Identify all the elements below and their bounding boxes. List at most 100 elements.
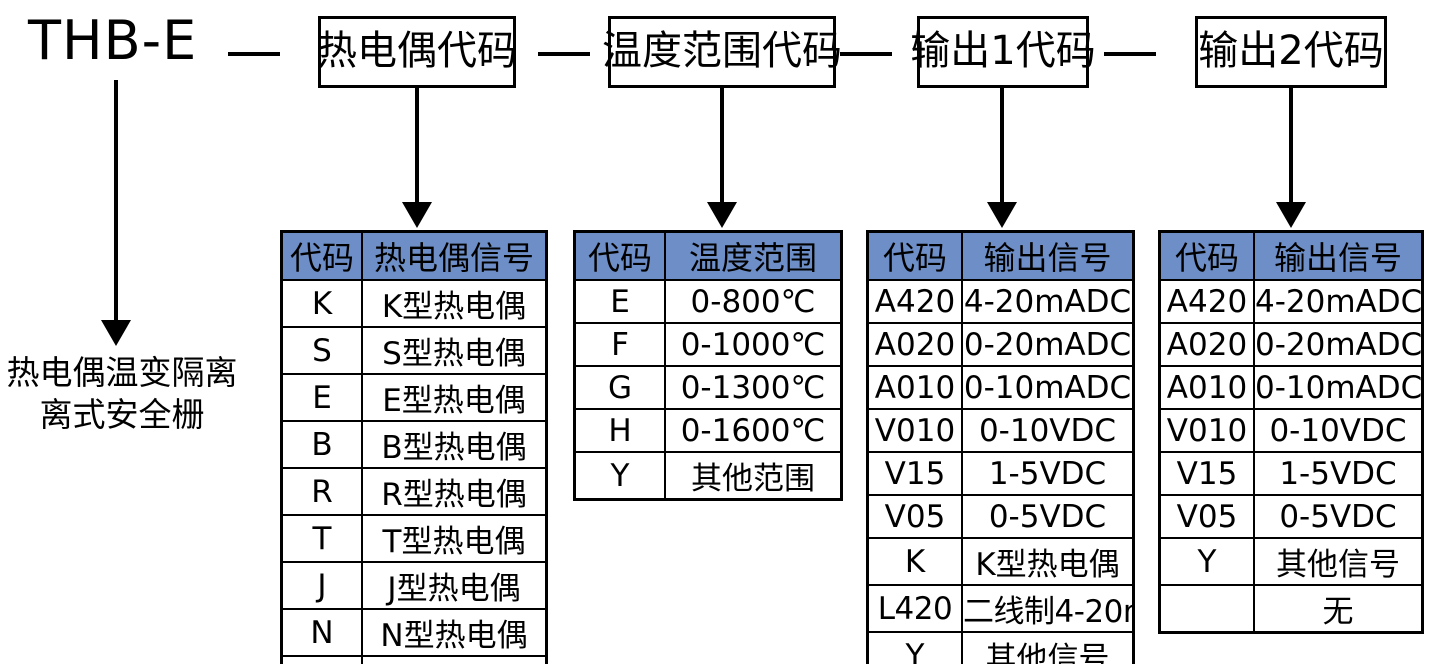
connector-line-model bbox=[114, 80, 118, 325]
table-header-row: 代码 温度范围 bbox=[573, 230, 843, 281]
arrowhead-output1 bbox=[987, 202, 1017, 228]
cell-signal: 二线制4-20mA bbox=[961, 584, 1135, 633]
cell-signal: R型热电偶 bbox=[361, 467, 548, 516]
separator-dash-3 bbox=[840, 52, 892, 56]
cell-code: E bbox=[280, 373, 363, 422]
cell-code: G bbox=[573, 365, 666, 410]
cell-signal: 0-20mADC bbox=[1253, 322, 1424, 367]
product-description-label: 热电偶温变隔离 离式安全栅 bbox=[6, 353, 238, 435]
cell-code: V05 bbox=[866, 494, 963, 539]
separator-dash-2 bbox=[538, 52, 590, 56]
cell-code: Y bbox=[866, 631, 963, 664]
cell-signal: 0-10VDC bbox=[961, 408, 1135, 453]
cell-signal: 无 bbox=[1253, 584, 1424, 634]
cell-code: N bbox=[280, 608, 363, 657]
separator-dash-4 bbox=[1104, 52, 1156, 56]
cell-signal: B型热电偶 bbox=[361, 420, 548, 469]
cell-signal: 1-5VDC bbox=[961, 451, 1135, 496]
connector-line-temperature bbox=[720, 88, 724, 206]
cell-code: E bbox=[573, 279, 666, 324]
column-header-code: 代码 bbox=[280, 230, 363, 281]
cell-code: A420 bbox=[866, 279, 963, 324]
arrowhead-temperature bbox=[707, 202, 737, 228]
cell-code: A010 bbox=[866, 365, 963, 410]
connector-line-thermocouple bbox=[415, 88, 419, 206]
segment-box-output1-code: 输出1代码 bbox=[910, 16, 1096, 88]
cell-signal: N型热电偶 bbox=[361, 608, 548, 657]
cell-signal: 0-20mADC bbox=[961, 322, 1135, 367]
table-row: 无 bbox=[1158, 584, 1424, 634]
cell-code: K bbox=[866, 537, 963, 586]
cell-signal: T型热电偶 bbox=[361, 514, 548, 563]
arrowhead-output2 bbox=[1276, 202, 1306, 228]
column-header-signal: 输出信号 bbox=[961, 230, 1135, 281]
cell-code: J bbox=[280, 561, 363, 610]
column-header-range: 温度范围 bbox=[664, 230, 843, 281]
model-base-code: THB-E bbox=[28, 9, 198, 72]
arrowhead-model bbox=[101, 320, 131, 346]
cell-signal: 其他信号 bbox=[961, 631, 1135, 664]
cell-code: H bbox=[573, 408, 666, 453]
cell-code: A020 bbox=[1158, 322, 1255, 367]
cell-code: V010 bbox=[866, 408, 963, 453]
cell-signal: 0-10VDC bbox=[1253, 408, 1424, 453]
segment-box-thermocouple-code: 热电偶代码 bbox=[317, 16, 517, 88]
column-header-code: 代码 bbox=[866, 230, 963, 281]
segment-box-temperature-range-code: 温度范围代码 bbox=[602, 16, 842, 88]
cell-code: T bbox=[280, 514, 363, 563]
cell-code: Y bbox=[1158, 537, 1255, 586]
cell-signal: 0-5VDC bbox=[961, 494, 1135, 539]
cell-code: K bbox=[280, 279, 363, 328]
cell-signal: 4-20mADC bbox=[961, 279, 1135, 324]
cell-signal: 0-10mADC bbox=[961, 365, 1135, 410]
cell-signal: 其他信号 bbox=[1253, 537, 1424, 586]
cell-code: V010 bbox=[1158, 408, 1255, 453]
cell-signal: 其他信号 bbox=[361, 655, 548, 664]
cell-range: 0-1000℃ bbox=[664, 322, 843, 367]
cell-code: V05 bbox=[1158, 494, 1255, 539]
table-header-row: 代码 热电偶信号 bbox=[280, 230, 548, 281]
cell-range: 0-800℃ bbox=[664, 279, 843, 324]
segment-box-output2-code: 输出2代码 bbox=[1195, 16, 1387, 88]
cell-signal: S型热电偶 bbox=[361, 326, 548, 375]
column-header-code: 代码 bbox=[573, 230, 666, 281]
table-header-row: 代码 输出信号 bbox=[1158, 230, 1424, 281]
separator-dash-1 bbox=[228, 52, 280, 56]
cell-signal: 1-5VDC bbox=[1253, 451, 1424, 496]
cell-code: Y bbox=[573, 451, 666, 501]
cell-signal: K型热电偶 bbox=[361, 279, 548, 328]
column-header-code: 代码 bbox=[1158, 230, 1255, 281]
cell-signal: 0-5VDC bbox=[1253, 494, 1424, 539]
column-header-signal: 输出信号 bbox=[1253, 230, 1424, 281]
cell-signal: E型热电偶 bbox=[361, 373, 548, 422]
cell-signal: K型热电偶 bbox=[961, 537, 1135, 586]
cell-code: V15 bbox=[866, 451, 963, 496]
cell-signal: 4-20mADC bbox=[1253, 279, 1424, 324]
cell-range: 0-1300℃ bbox=[664, 365, 843, 410]
